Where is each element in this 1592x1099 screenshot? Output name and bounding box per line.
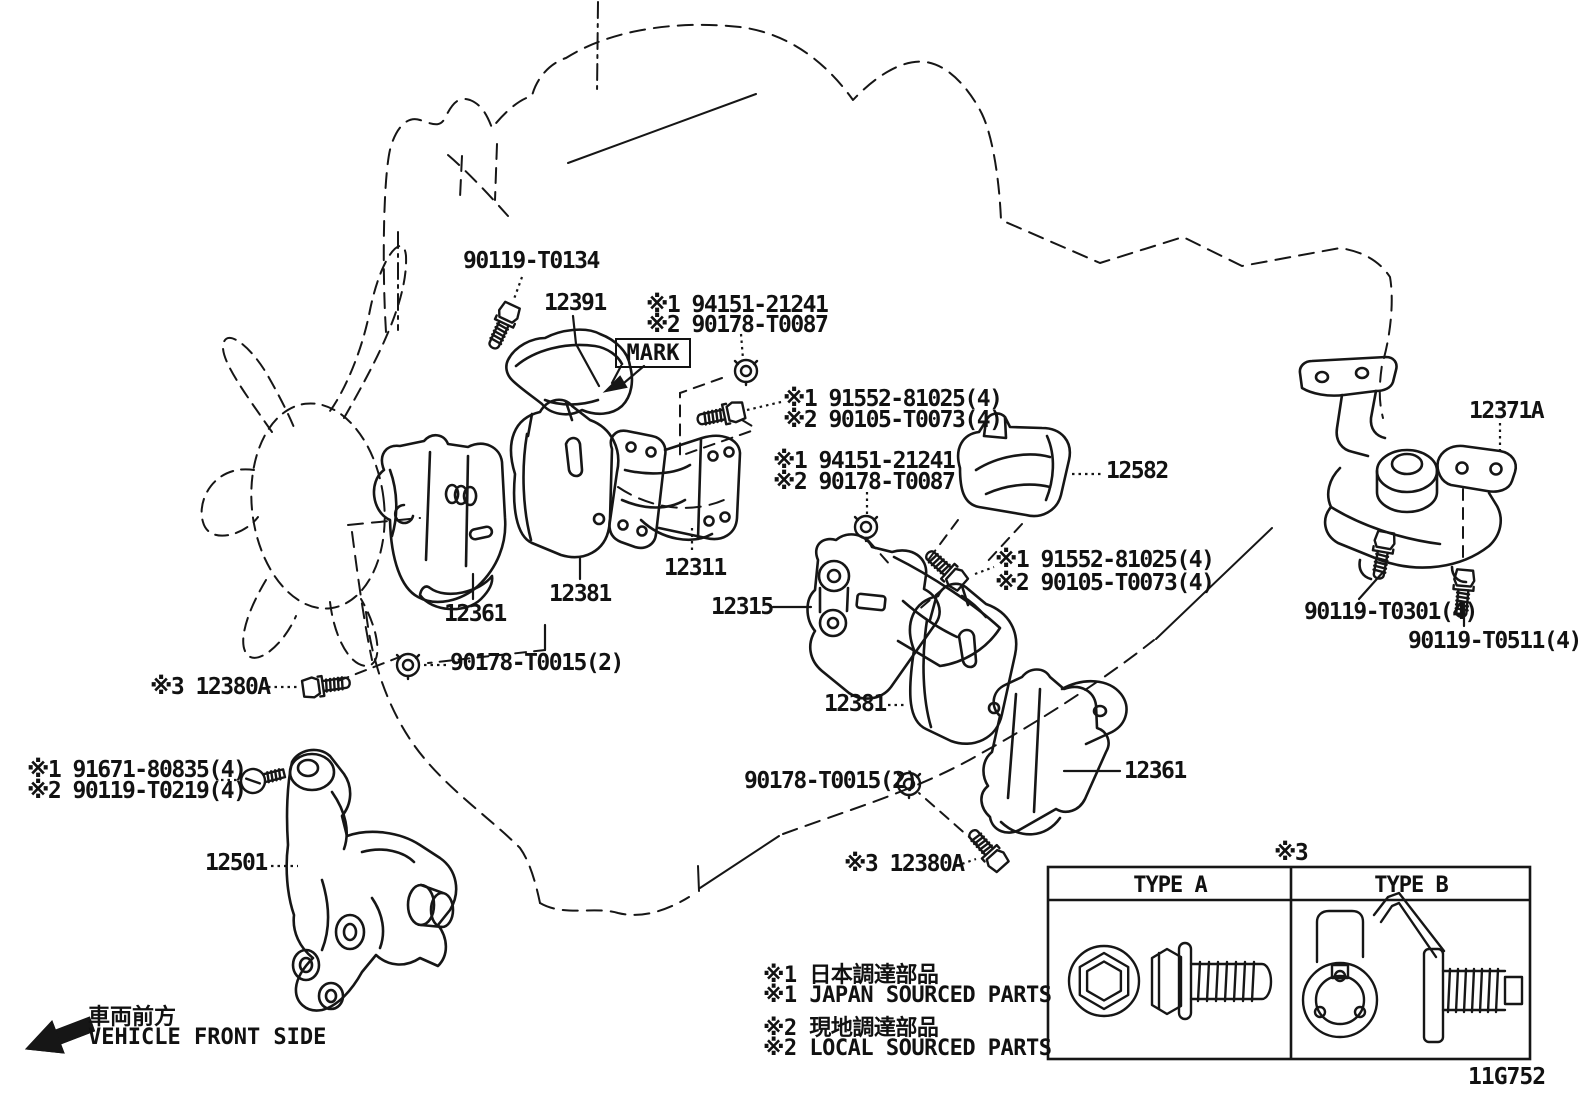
callout-12311: 12311 bbox=[664, 555, 727, 581]
callout-12381-rear: 12381 bbox=[824, 691, 887, 717]
engine-solid-edges bbox=[567, 93, 1273, 892]
part-12381-front-shape bbox=[509, 398, 620, 559]
bolt-12380A-front-icon bbox=[300, 671, 353, 700]
callout-90178-T0087-b: ※2 90178-T0087 bbox=[773, 469, 956, 495]
front-side-label-jp: 車両前方 bbox=[88, 1005, 177, 1030]
note-japan-sourced-en: ※1 JAPAN SOURCED PARTS bbox=[763, 983, 1052, 1008]
callout-90119-T0511: 90119-T0511(4) bbox=[1408, 628, 1582, 654]
bolt-91552-81025-icon bbox=[694, 399, 747, 432]
callout-12361-front: 12361 bbox=[444, 601, 507, 627]
callout-94151-21241-b: ※1 94151-21241 bbox=[773, 448, 956, 474]
callout-91671-80835: ※1 91671-80835(4) bbox=[27, 757, 247, 783]
leader-lines-solid bbox=[471, 314, 1466, 773]
callout-94151-21241-a: ※1 94151-21241 bbox=[646, 292, 829, 318]
callout-12380A-rear: ※3 12380A bbox=[844, 851, 965, 877]
callout-12380A-front: ※3 12380A bbox=[150, 674, 271, 700]
part-12361-front-shape bbox=[372, 434, 507, 611]
nut-90178-T0015-front-icon bbox=[395, 652, 421, 681]
part-12582-shape bbox=[956, 412, 1072, 518]
callout-90178-T0087-a: ※2 90178-T0087 bbox=[646, 312, 829, 338]
bolt-91671-80835-icon bbox=[237, 760, 289, 797]
part-12361-rear-shape bbox=[980, 668, 1128, 836]
leader-lines-dotted bbox=[221, 276, 1502, 868]
callout-91552-81025-a: ※1 91552-81025(4) bbox=[783, 386, 1003, 412]
front-side-label-en: VEHICLE FRONT SIDE bbox=[88, 1025, 327, 1050]
legend-type-b-bolt-art bbox=[1301, 891, 1524, 1044]
front-direction-arrow-icon bbox=[24, 1016, 96, 1054]
callout-12315: 12315 bbox=[711, 594, 774, 620]
part-12315-shape bbox=[806, 533, 1002, 700]
fan-outline bbox=[200, 245, 408, 668]
assembly-dashed-lines bbox=[337, 377, 1464, 845]
part-12501-shape bbox=[285, 748, 458, 1012]
callout-12501: 12501 bbox=[205, 850, 268, 876]
callout-90119-T0134: 90119-T0134 bbox=[463, 248, 600, 274]
callout-90178-T0015-rear: 90178-T0015(2) bbox=[744, 768, 918, 794]
callout-90178-T0015-front: 90178-T0015(2) bbox=[450, 650, 624, 676]
part-12311-shape bbox=[608, 429, 742, 550]
callout-12371A: 12371A bbox=[1469, 398, 1545, 424]
nut-94151-21241-rear-icon bbox=[853, 514, 879, 543]
callout-12361-rear: 12361 bbox=[1124, 758, 1187, 784]
legend-type-a-header: TYPE A bbox=[1133, 873, 1207, 898]
callout-90105-T0073-a: ※2 90105-T0073(4) bbox=[783, 407, 1003, 433]
callout-12391: 12391 bbox=[544, 290, 607, 316]
part-12371a-shape bbox=[1298, 355, 1518, 584]
figure-code: 11G752 bbox=[1468, 1064, 1546, 1090]
callout-90105-T0073-b: ※2 90105-T0073(4) bbox=[995, 570, 1215, 596]
callout-91552-81025-b: ※1 91552-81025(4) bbox=[995, 547, 1215, 573]
callout-90119-T0219: ※2 90119-T0219(4) bbox=[27, 778, 247, 804]
mark-box: MARK bbox=[615, 338, 691, 368]
note-local-sourced-en: ※2 LOCAL SOURCED PARTS bbox=[763, 1036, 1052, 1061]
mark-arrow bbox=[602, 364, 646, 393]
callout-90119-T0301: 90119-T0301(4) bbox=[1304, 599, 1478, 625]
note-japan-sourced-jp: ※1 日本調達部品 bbox=[763, 963, 939, 988]
note-local-sourced-jp: ※2 現地調達部品 bbox=[763, 1016, 939, 1041]
legend-ref3-label: ※3 bbox=[1274, 840, 1309, 866]
bolt-90119-T0134-icon bbox=[482, 299, 523, 354]
legend-table bbox=[1046, 865, 1532, 1061]
engine-centerlines bbox=[397, 1, 599, 331]
mark-box-label: MARK bbox=[626, 340, 680, 366]
legend-type-b-header: TYPE B bbox=[1374, 873, 1448, 898]
callout-12582: 12582 bbox=[1106, 458, 1169, 484]
callout-12381-front: 12381 bbox=[549, 581, 612, 607]
legend-type-a-bolt-art bbox=[1067, 941, 1273, 1021]
nut-94151-21241-icon bbox=[733, 358, 759, 387]
